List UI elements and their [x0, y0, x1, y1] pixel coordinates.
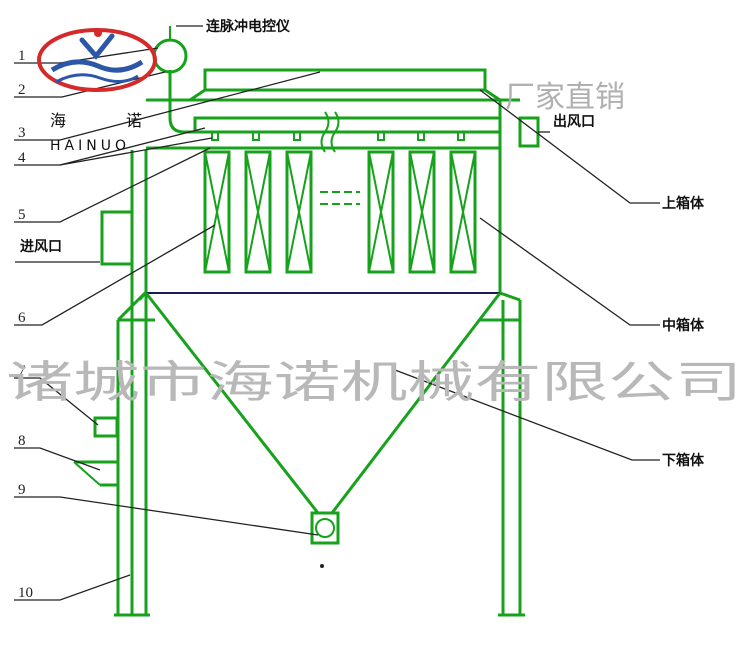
hopper-right-wall: [330, 292, 502, 514]
nozzles: [211, 131, 465, 141]
leader-middle-box: [479, 217, 660, 326]
label-outlet: 出风口: [553, 113, 595, 130]
logo-text-cn-left: 海: [50, 111, 66, 130]
break-mark-2: [330, 111, 340, 153]
break-mark-1: [320, 111, 330, 153]
label-controller: 连脉冲电控仪: [206, 18, 291, 35]
label-9: 9: [18, 482, 26, 498]
blow-pipe: [193, 116, 502, 134]
leader-lower-box: [394, 369, 660, 461]
label-1: 1: [18, 48, 26, 64]
leader-10: [14, 574, 131, 601]
left-frame-brace: [116, 290, 148, 322]
label-3: 3: [18, 125, 26, 141]
logo-mark: [79, 33, 115, 60]
logo-wave-1: [50, 59, 144, 73]
leader-3: [14, 71, 321, 141]
label-2: 2: [18, 82, 26, 98]
label-upper-box: 上箱体: [662, 195, 705, 212]
label-inlet: 进风口: [20, 239, 62, 255]
dust-collector-drawing: [73, 26, 540, 617]
leader-9: [14, 496, 319, 536]
leader-5: [14, 147, 211, 223]
label-7: 7: [18, 363, 26, 379]
leader-4b: [59, 137, 213, 166]
hopper-left-wall: [144, 292, 320, 514]
label-10: 10: [18, 585, 33, 601]
part-numbers: 1 2 3 4 5 6 7 8 9 10: [18, 48, 33, 601]
label-5: 5: [18, 207, 26, 223]
item-8-bracket: [74, 460, 120, 487]
watermark-slogan: 厂家直销: [505, 80, 625, 115]
upper-box-top: [203, 68, 487, 92]
discharge-valve: [310, 511, 340, 545]
label-8: 8: [18, 433, 26, 449]
pulse-pipe: [168, 70, 200, 134]
item-8-brace: [73, 461, 101, 486]
part-names: 连脉冲电控仪 出风口 进风口 上箱体 中箱体 下箱体: [20, 18, 705, 469]
leader-6: [14, 224, 216, 326]
inlet-box: [100, 210, 134, 266]
logo-wave-2: [55, 73, 139, 84]
label-lower-box: 下箱体: [662, 452, 705, 469]
right-frame-brace: [499, 291, 521, 302]
leader-1: [14, 47, 159, 64]
upper-box-shoulder: [189, 88, 501, 102]
leader-lines: [14, 25, 660, 601]
filter-bags: [203, 150, 477, 274]
valve-circle: [315, 518, 335, 538]
hopper-left-lip: [139, 292, 147, 301]
watermark-company: 诸城市海诺机械有限公司: [6, 357, 742, 408]
logo-dot: [94, 29, 102, 37]
watermarks: 厂家直销 诸城市海诺机械有限公司: [6, 80, 742, 408]
label-middle-box: 中箱体: [662, 317, 705, 334]
leader-upper-box: [479, 89, 660, 204]
company-logo: 海 诺 HAINUO: [37, 28, 157, 154]
item-7-box: [93, 416, 119, 438]
label-4: 4: [18, 150, 26, 166]
controller-tank: [152, 38, 188, 74]
logo-text-cn-right: 诺: [126, 111, 142, 130]
dust-point: [320, 564, 324, 568]
label-6: 6: [18, 310, 26, 326]
leader-7: [14, 377, 99, 426]
leader-8: [14, 447, 101, 471]
logo-text-en: HAINUO: [50, 138, 130, 154]
